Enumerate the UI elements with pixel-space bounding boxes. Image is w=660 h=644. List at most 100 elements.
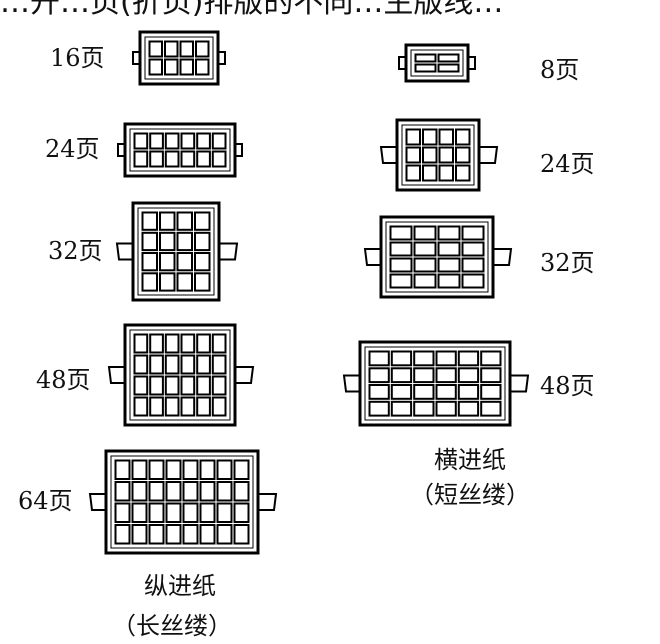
left-sheet-3-page-cell bbox=[180, 333, 196, 354]
left-sheet-4-page-cell bbox=[199, 502, 216, 523]
right-label-32: 32页 bbox=[540, 249, 595, 277]
left-sheet-0-page-cell bbox=[179, 58, 194, 76]
left-sheet-4-page-cell bbox=[114, 459, 131, 480]
right-sheet-2-inner-frame bbox=[385, 221, 489, 293]
right-sheet-1-page-cell bbox=[422, 164, 438, 182]
left-sheet-4-page-cell bbox=[216, 524, 233, 545]
right-sheet-3-page-cell bbox=[413, 384, 435, 400]
left-sheet-3 bbox=[107, 323, 255, 427]
right-sheet-0-inner-frame bbox=[410, 49, 464, 77]
right-sheet-1-tab-right bbox=[479, 146, 499, 164]
left-sheet-0-page-cell bbox=[148, 58, 163, 76]
right-sheet-2-page-cell bbox=[437, 241, 461, 257]
left-sheet-2-page-cell bbox=[141, 231, 158, 252]
left-sheet-1-page-cell bbox=[133, 150, 149, 168]
right-sheet-1-page-cell bbox=[422, 146, 438, 164]
right-sheet-1-inner-frame bbox=[401, 124, 475, 186]
left-label-32: 32页 bbox=[48, 237, 103, 265]
right-sheet-2-page-cell bbox=[437, 225, 461, 241]
left-sheet-4-page-cell bbox=[216, 459, 233, 480]
sheets-group bbox=[88, 30, 530, 555]
right-sheet-0 bbox=[398, 43, 476, 83]
left-sheet-2-page-cell bbox=[159, 252, 176, 272]
right-sheet-0-page-cell bbox=[414, 53, 437, 63]
left-label-48: 48页 bbox=[36, 366, 91, 394]
left-sheet-4-page-cell bbox=[165, 481, 182, 502]
right-label-8: 8页 bbox=[540, 56, 579, 84]
left-label-64: 64页 bbox=[18, 487, 73, 515]
left-sheet-2-page-cell bbox=[176, 211, 193, 231]
right-sheet-3-page-cell bbox=[413, 350, 435, 367]
right-caption-sub: （短丝缕） bbox=[410, 481, 530, 509]
left-sheet-4-page-cell bbox=[233, 481, 250, 502]
left-sheet-4-page-cell bbox=[148, 459, 165, 480]
left-sheet-0-page-cell bbox=[195, 40, 210, 58]
left-sheet-1-page-cell bbox=[180, 150, 196, 168]
left-sheet-2-page-cell bbox=[159, 272, 176, 292]
left-sheet-4-page-cell bbox=[182, 524, 199, 545]
right-label-24: 24页 bbox=[540, 150, 595, 178]
left-sheet-3-page-cell bbox=[211, 354, 227, 375]
left-sheet-1-page-cell bbox=[196, 132, 211, 150]
right-sheet-2-page-cell bbox=[461, 241, 485, 257]
left-sheet-1-page-cell bbox=[164, 150, 180, 168]
left-sheet-3-inner-frame bbox=[129, 329, 231, 421]
right-sheet-2-page-cell bbox=[413, 241, 437, 257]
left-sheet-2-page-cell bbox=[141, 211, 158, 231]
right-sheet-3-tab-right bbox=[510, 374, 530, 393]
left-sheet-4 bbox=[88, 449, 278, 555]
right-sheet-3-page-cell bbox=[413, 367, 435, 384]
left-sheet-2-page-cell bbox=[176, 272, 193, 292]
left-sheet-3-page-cell bbox=[211, 375, 227, 396]
left-sheet-2 bbox=[115, 201, 239, 302]
right-sheet-3-page-cell bbox=[435, 384, 457, 400]
left-sheet-1-page-cell bbox=[211, 150, 227, 168]
right-sheet-2-page-cell bbox=[413, 257, 437, 273]
left-sheet-4-page-cell bbox=[131, 459, 148, 480]
right-sheet-1-page-cell bbox=[438, 164, 454, 182]
left-sheet-3-page-cell bbox=[149, 375, 164, 396]
left-sheet-3-page-cell bbox=[164, 396, 180, 417]
left-sheet-4-page-cell bbox=[131, 481, 148, 502]
right-sheet-3-page-cell bbox=[390, 367, 413, 384]
left-sheet-4-page-cell bbox=[114, 524, 131, 545]
left-sheet-4-page-cell bbox=[182, 481, 199, 502]
left-sheet-4-tab-right bbox=[258, 493, 278, 511]
right-sheet-2 bbox=[363, 215, 513, 299]
left-sheet-3-page-cell bbox=[211, 333, 227, 354]
right-sheet-3-page-cell bbox=[435, 350, 457, 367]
left-sheet-4-page-cell bbox=[148, 502, 165, 523]
left-sheet-4-page-cell bbox=[199, 459, 216, 480]
right-sheet-2-page-cell bbox=[389, 225, 413, 241]
left-sheet-4-border bbox=[104, 449, 260, 555]
left-sheet-0-page-cell bbox=[179, 40, 194, 58]
right-sheet-3-page-cell bbox=[457, 367, 480, 384]
right-sheet-2-tab-left bbox=[363, 248, 381, 266]
left-sheet-1-page-cell bbox=[180, 132, 196, 150]
right-sheet-1-page-cell bbox=[438, 146, 454, 164]
right-caption-main: 横进纸 bbox=[434, 446, 506, 474]
left-sheet-3-page-cell bbox=[149, 333, 164, 354]
right-sheet-1 bbox=[379, 118, 499, 192]
left-sheet-3-page-cell bbox=[133, 396, 149, 417]
right-sheet-0-page-cell bbox=[437, 63, 460, 73]
left-sheet-3-page-cell bbox=[164, 375, 180, 396]
left-sheet-2-page-cell bbox=[194, 211, 211, 231]
left-sheet-4-page-cell bbox=[199, 524, 216, 545]
left-label-16: 16页 bbox=[50, 44, 105, 72]
right-sheet-3-page-cell bbox=[457, 350, 480, 367]
left-sheet-3-page-cell bbox=[196, 333, 211, 354]
left-sheet-1-inner-frame bbox=[129, 128, 231, 172]
left-sheet-2-tab-left bbox=[115, 242, 133, 261]
left-sheet-2-page-cell bbox=[141, 252, 158, 272]
left-sheet-3-page-cell bbox=[180, 396, 196, 417]
left-sheet-4-page-cell bbox=[216, 481, 233, 502]
left-sheet-4-page-cell bbox=[233, 502, 250, 523]
right-sheet-3-inner-frame bbox=[364, 346, 506, 421]
left-sheet-4-page-cell bbox=[148, 481, 165, 502]
right-sheet-3-page-cell bbox=[435, 400, 457, 417]
left-sheet-4-page-cell bbox=[182, 502, 199, 523]
right-sheet-1-page-cell bbox=[455, 128, 471, 146]
left-sheet-0-page-cell bbox=[148, 40, 163, 58]
left-sheet-1-border bbox=[123, 122, 237, 178]
